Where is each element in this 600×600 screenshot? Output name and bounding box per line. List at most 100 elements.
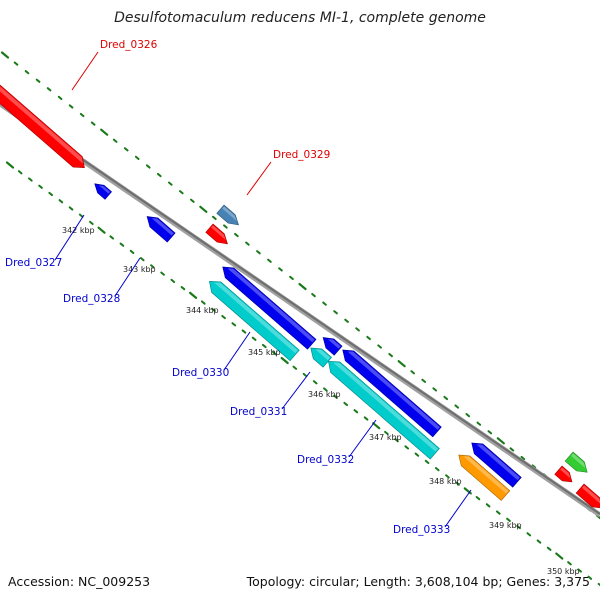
tick-mark	[278, 267, 283, 272]
gene-arrow-highlight	[227, 268, 315, 343]
gene-dred-0328	[146, 216, 176, 243]
tick-mark	[97, 226, 106, 234]
tick-mark	[397, 360, 406, 368]
gene-label-dred-0330[interactable]: Dred_0330	[172, 331, 251, 379]
gene-unlabeled-blue-3	[342, 349, 442, 438]
gene-arrow-body	[94, 183, 113, 200]
map-title: Desulfotomaculum reducens MI-1, complete…	[114, 10, 486, 26]
tick-mark	[112, 138, 118, 143]
gene-arrow-body	[146, 216, 176, 243]
leader-line	[444, 489, 472, 528]
gene-name: Dred_0333	[393, 524, 450, 536]
scale-label: 349 kbp	[489, 521, 522, 530]
leader-line	[71, 51, 99, 91]
scale-label: 350 kbp	[547, 567, 580, 576]
tick-mark	[48, 191, 54, 197]
tick-mark	[434, 467, 440, 472]
tick-mark	[520, 455, 526, 461]
tick-mark	[587, 575, 593, 580]
tick-mark	[170, 278, 176, 283]
gene-arrow-body	[222, 266, 317, 350]
tick-mark	[13, 61, 19, 66]
outer-tick-ruler	[0, 51, 600, 520]
scale-label: 346 kbp	[308, 390, 341, 399]
tick-mark	[68, 206, 74, 211]
gene-arrow-highlight	[98, 185, 111, 194]
tick-mark	[333, 394, 338, 399]
tick-mark	[211, 307, 216, 312]
tick-mark	[180, 286, 186, 291]
tick-mark	[577, 568, 582, 573]
tick-mark	[123, 147, 129, 152]
inner-tick-ruler	[5, 161, 600, 587]
tick-mark	[189, 291, 198, 299]
scale-label: 345 kbp	[248, 348, 281, 357]
gene-arrow-highlight	[570, 453, 586, 469]
gene-name: Dred_0332	[297, 454, 354, 466]
tick-mark	[256, 250, 261, 255]
gene-arrow-body	[554, 465, 573, 483]
tick-mark	[495, 510, 501, 515]
gene-arrow-highlight	[476, 444, 520, 481]
tick-mark	[384, 430, 389, 436]
tick-mark	[145, 164, 151, 169]
tick-mark	[234, 232, 239, 238]
tick-mark	[424, 459, 430, 464]
gene-name: Dred_0330	[172, 367, 229, 379]
gene-arrow-highlight	[347, 351, 440, 430]
leader-line	[114, 257, 141, 297]
tick-mark	[167, 181, 173, 186]
tick-mark	[89, 220, 94, 226]
tick-mark	[289, 275, 294, 281]
tick-mark	[28, 177, 33, 182]
gene-name: Dred_0328	[63, 293, 120, 305]
gene-unlabeled-red-1	[205, 223, 228, 245]
gene-arrow-highlight	[211, 225, 226, 241]
gene-label-dred-0331[interactable]: Dred_0331	[230, 371, 311, 418]
tick-mark	[160, 271, 165, 276]
tick-mark	[432, 387, 438, 392]
scale-label: 348 kbp	[429, 477, 462, 486]
gene-arrow-highlight	[315, 349, 331, 361]
tick-mark	[421, 378, 427, 383]
gene-arrow-body	[216, 204, 239, 226]
tick-mark	[79, 112, 85, 118]
gene-label-dred-0326[interactable]: Dred_0326	[71, 39, 158, 91]
tick-mark	[156, 172, 162, 178]
tick-mark	[189, 198, 195, 203]
genome-backbone-core	[0, 102, 600, 515]
gene-unlabeled-blue-2	[322, 337, 343, 356]
gene-unlabeled-red-2	[554, 465, 573, 483]
gene-label-dred-0333[interactable]: Dred_0333	[393, 489, 472, 536]
tick-mark	[404, 445, 410, 450]
gene-label-dred-0328[interactable]: Dred_0328	[63, 257, 141, 305]
scale-label: 342 kbp	[62, 226, 95, 235]
topology-text: Topology: circular; Length: 3,608,104 bp…	[246, 574, 590, 589]
tick-mark	[476, 421, 482, 426]
tick-mark	[443, 395, 449, 401]
tick-mark	[17, 170, 23, 175]
tick-mark	[139, 257, 145, 262]
gene-label-dred-0327[interactable]: Dred_0327	[5, 214, 85, 269]
gene-arrow-highlight	[333, 362, 438, 452]
tick-mark	[292, 365, 298, 370]
gene-arrow-highlight	[327, 339, 341, 349]
gene-arrow-highlight	[463, 456, 509, 494]
gene-arrow-body	[575, 483, 600, 509]
tick-mark	[280, 356, 289, 365]
gene-name: Dred_0331	[230, 406, 287, 418]
tick-mark	[78, 213, 84, 218]
tick-mark	[475, 496, 481, 501]
gene-unlabeled-blue-1	[222, 266, 317, 350]
gene-dred-0330	[209, 280, 300, 362]
gene-arrow-highlight	[560, 467, 571, 479]
gene-arrow-highlight	[214, 282, 298, 354]
gene-label-dred-0329[interactable]: Dred_0329	[246, 149, 330, 196]
gene-label-dred-0332[interactable]: Dred_0332	[297, 419, 377, 466]
leader-line	[223, 331, 251, 371]
tick-mark	[388, 352, 393, 358]
leader-line	[281, 371, 311, 410]
scale-label: 347 kbp	[369, 433, 402, 442]
tick-mark	[377, 344, 382, 349]
